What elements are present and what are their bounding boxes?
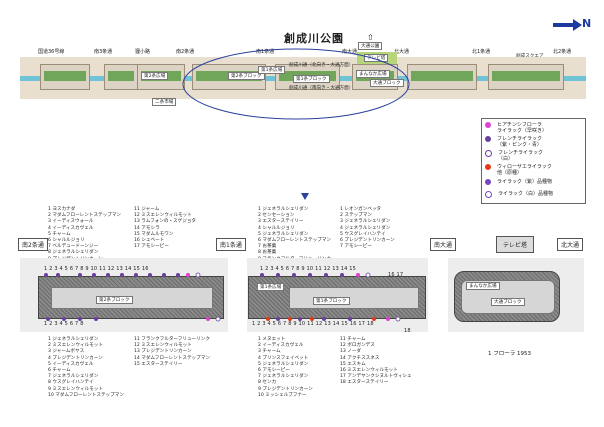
street-label: 北1条通	[472, 49, 491, 55]
legend-swatch	[485, 179, 491, 185]
legend-item: ライラック（紫）品種物	[485, 179, 552, 185]
block-name: 第1条広場	[257, 283, 285, 291]
park-north-label: 創成スクエア	[516, 54, 544, 60]
street-label: 南大通	[342, 49, 358, 55]
north-arrow-icon	[553, 19, 582, 31]
road-label: 南大通	[430, 238, 457, 251]
legend-swatch	[485, 164, 491, 170]
legend-item: ライラック（白）品種物	[485, 191, 553, 198]
block-7	[407, 64, 477, 90]
nijo-market-label: 二条市場	[152, 98, 177, 106]
legend: ヒアチンシフローラ ライラック（早咲き） フレンチライラック （紫・ピンク・青）…	[481, 118, 586, 204]
tv-tower-label: テレビ塔	[364, 54, 389, 62]
street-label: 南3条通	[94, 49, 113, 55]
lilac-markers	[44, 272, 401, 322]
marker-numbers: 1 2 3 4 5 6 7 8 9 10 11 12 13 14 15 16 1…	[252, 321, 374, 327]
walk-north-label: 創成川通（北向き・大通方面）	[289, 63, 354, 68]
footnote: 1 フローラ 1953	[488, 351, 531, 357]
street-label: 南1条通	[256, 49, 275, 55]
pointer-arrow	[301, 193, 309, 200]
north-label: N	[582, 17, 592, 30]
road-label: テレビ塔	[496, 236, 535, 253]
street-label: 狸小路	[135, 49, 151, 55]
block-detail	[454, 271, 560, 322]
street-label: 国道36号線	[38, 49, 65, 55]
block-name: 第2条ブロック	[228, 72, 265, 80]
block-name: まんなか広場	[356, 70, 390, 78]
legend-item: ウィローサエライラック 他（原種）	[485, 164, 552, 177]
block-name: 第1条ブロック	[313, 297, 350, 305]
block-name: 第2条広場	[141, 72, 169, 80]
road-label: 南1条通	[216, 238, 246, 251]
block-1	[40, 64, 90, 90]
street-label: 北大通	[394, 49, 410, 55]
marker-numbers: 16 17	[388, 272, 404, 278]
marker-numbers: 18	[404, 328, 411, 334]
block-name: 大通ブロック	[491, 298, 525, 306]
marker-numbers: 1 2 3 4 5 6 7 8	[44, 321, 84, 327]
street-label: 南2条通	[176, 49, 195, 55]
road-gap	[228, 258, 247, 332]
road-gap	[428, 258, 448, 332]
road-label: 南2条通	[18, 238, 48, 251]
legend-swatch	[485, 191, 492, 198]
up-arrow-icon: ⇧	[367, 33, 374, 42]
legend-swatch	[485, 150, 492, 157]
block-2	[104, 64, 138, 90]
marker-numbers: 1 2 3 4 5 6 7 8 9 10 11 12 13 14 15 16	[44, 266, 149, 272]
road-label: 北大通	[557, 238, 584, 251]
block-name: 大通ブロック	[370, 79, 404, 87]
legend-item: フレンチライラック （白）	[485, 150, 543, 163]
highlight-ellipse	[182, 48, 410, 120]
legend-item: ヒアチンシフローラ ライラック（早咲き）	[485, 122, 547, 135]
legend-swatch	[485, 122, 491, 128]
marker-numbers: 1 2 3 4 5 6 7 8 9 10 11 12 13 14 15	[260, 266, 357, 272]
park-title: 創成川公園	[284, 32, 344, 45]
block-name: 第1条広場	[258, 66, 286, 74]
walk-south-label: 創成川通（南向き・大通方面）	[289, 86, 354, 91]
legend-item: フレンチライラック （紫・ピンク・青）	[485, 136, 542, 149]
street-label: 北2条通	[553, 49, 572, 55]
block-name: 第1条ブロック	[293, 75, 330, 83]
odori-park-label: 大通公園	[358, 42, 383, 50]
north-arrow: N	[553, 17, 593, 31]
block-8	[488, 64, 564, 90]
block-name: 第2条ブロック	[96, 296, 133, 304]
block-name: まんなか広場	[466, 282, 500, 290]
legend-swatch	[485, 136, 491, 142]
